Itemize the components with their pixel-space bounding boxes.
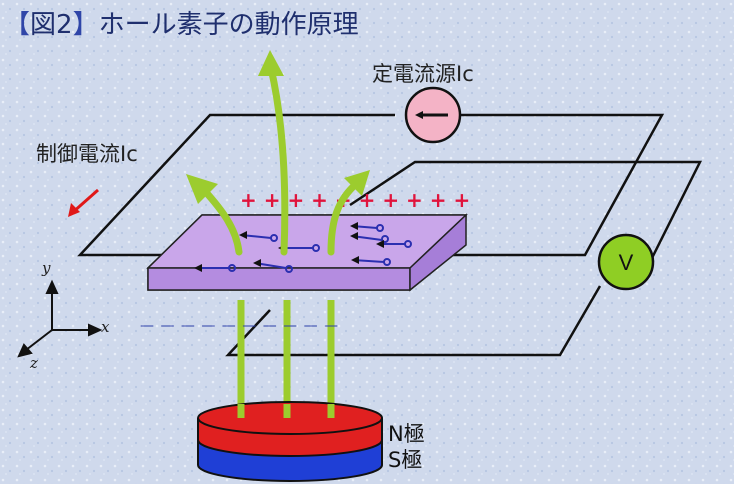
- magnetic-field-lines-upper: [200, 64, 360, 256]
- current-source-label: 定電流源Ic: [372, 62, 474, 86]
- hall-voltage-wire-top: [349, 160, 703, 263]
- voltmeter-label: V: [619, 250, 634, 275]
- axes: [17, 279, 103, 358]
- hall-plate: [146, 213, 468, 292]
- negative-charges: — — — — — — — — — —: [140, 318, 339, 334]
- field-arrowheads: [186, 50, 370, 204]
- magnet: [197, 401, 383, 482]
- figure-title: 【図2】ホール素子の動作原理: [4, 4, 359, 41]
- control-current-wire: [440, 113, 665, 257]
- control-current-wire-left: [77, 113, 395, 257]
- axis-y-label: y: [42, 259, 51, 277]
- positive-charges: + + + + + + + + + +: [240, 188, 470, 212]
- figure-number: 図2: [30, 10, 73, 40]
- axis-x-label: x: [101, 318, 110, 336]
- axis-z-label: z: [30, 354, 38, 372]
- control-current-label: 制御電流Ic: [36, 142, 138, 166]
- control-current-arrowhead: [68, 203, 80, 217]
- hall-voltage-wire-bottom: [225, 285, 602, 357]
- magnetic-field-lines-lower: [237, 300, 335, 410]
- voltmeter: V: [597, 233, 655, 291]
- title-text: ホール素子の動作原理: [98, 10, 359, 40]
- title-bracket-close: 】: [72, 10, 99, 40]
- magnet-s-label: S極: [388, 448, 423, 472]
- magnet-n-label: N極: [388, 422, 425, 446]
- title-bracket-open: 【: [4, 10, 31, 40]
- current-source: [404, 86, 462, 144]
